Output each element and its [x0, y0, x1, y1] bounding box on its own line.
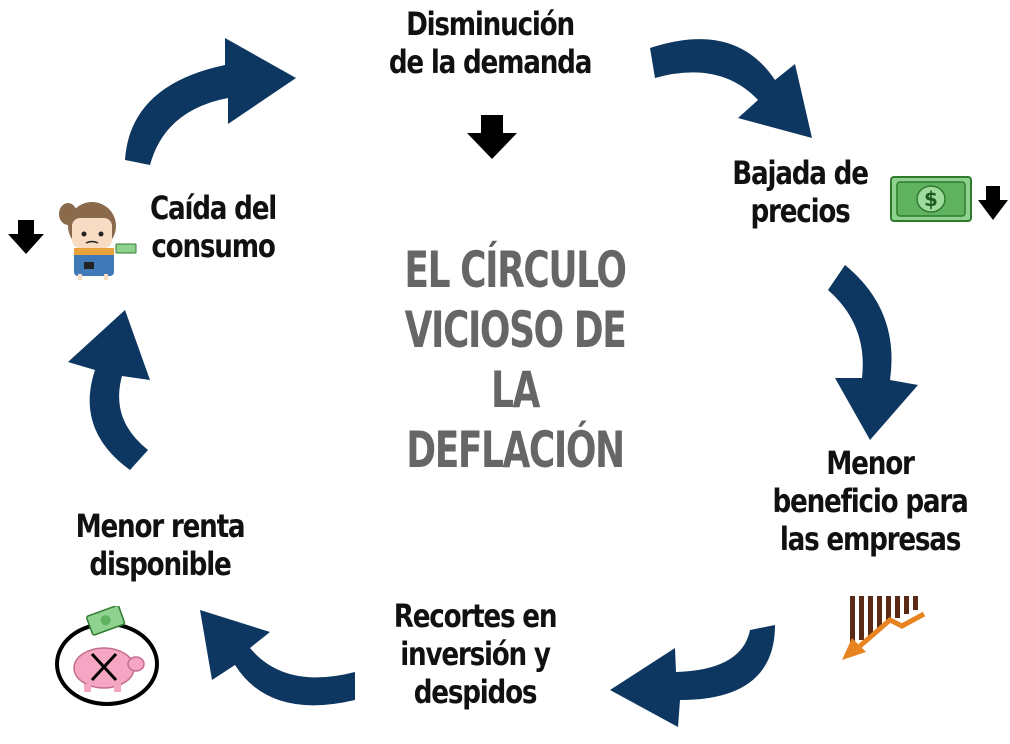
node-label-line: las empresas: [779, 519, 962, 558]
down-arrow-icon: [467, 115, 517, 159]
arrow-income-to-consumption: [68, 310, 150, 470]
node-profit-drop: Menor beneficio para las empresas: [763, 444, 976, 558]
node-label-line: Caída del: [149, 189, 277, 227]
broken-piggy-bank-icon: [55, 606, 159, 706]
down-arrow-icon: [978, 186, 1008, 220]
node-label-line: consumo: [151, 226, 276, 265]
node-label-line: inversión y: [400, 634, 551, 673]
node-label-line: Recortes en: [393, 597, 558, 635]
banknote-icon: $: [890, 176, 972, 222]
node-label-line: Menor: [826, 444, 915, 482]
node-label-line: precios: [750, 191, 850, 230]
title-line: VICIOSO DE: [404, 301, 627, 359]
arrow-profit-to-cuts: [610, 625, 775, 727]
title-line: DEFLACIÓN: [406, 421, 625, 479]
node-income-drop: Menor renta disponible: [62, 507, 259, 584]
node-label-line: Menor renta: [75, 507, 246, 545]
title-line: EL CÍRCULO: [404, 241, 627, 299]
node-cuts: Recortes en inversión y despidos: [368, 597, 581, 711]
declining-chart-icon: [842, 596, 926, 660]
arrow-demand-to-prices: [650, 39, 812, 138]
arrow-consumption-to-demand: [125, 38, 296, 165]
node-label-line: beneficio para: [772, 481, 968, 520]
worried-person-icon: [59, 202, 137, 280]
arrow-cuts-to-income: [200, 610, 355, 706]
node-price-drop: Bajada de precios: [718, 154, 882, 231]
node-demand-drop: Disminución de la demanda: [383, 5, 596, 82]
diagram-title: EL CÍRCULO VICIOSO DE LA DEFLACIÓN: [403, 240, 627, 480]
arrow-prices-to-profit: [828, 265, 918, 440]
node-label-line: Disminución: [406, 5, 575, 43]
down-arrow-icon: [8, 220, 44, 254]
title-line: LA: [491, 361, 540, 419]
banknote-symbol: $: [924, 187, 938, 211]
node-label-line: disponible: [89, 544, 231, 583]
node-label-line: despidos: [413, 672, 538, 711]
node-label-line: Bajada de: [732, 154, 869, 192]
node-consumption-drop: Caída del consumo: [143, 189, 282, 266]
node-label-line: de la demanda: [388, 42, 593, 81]
